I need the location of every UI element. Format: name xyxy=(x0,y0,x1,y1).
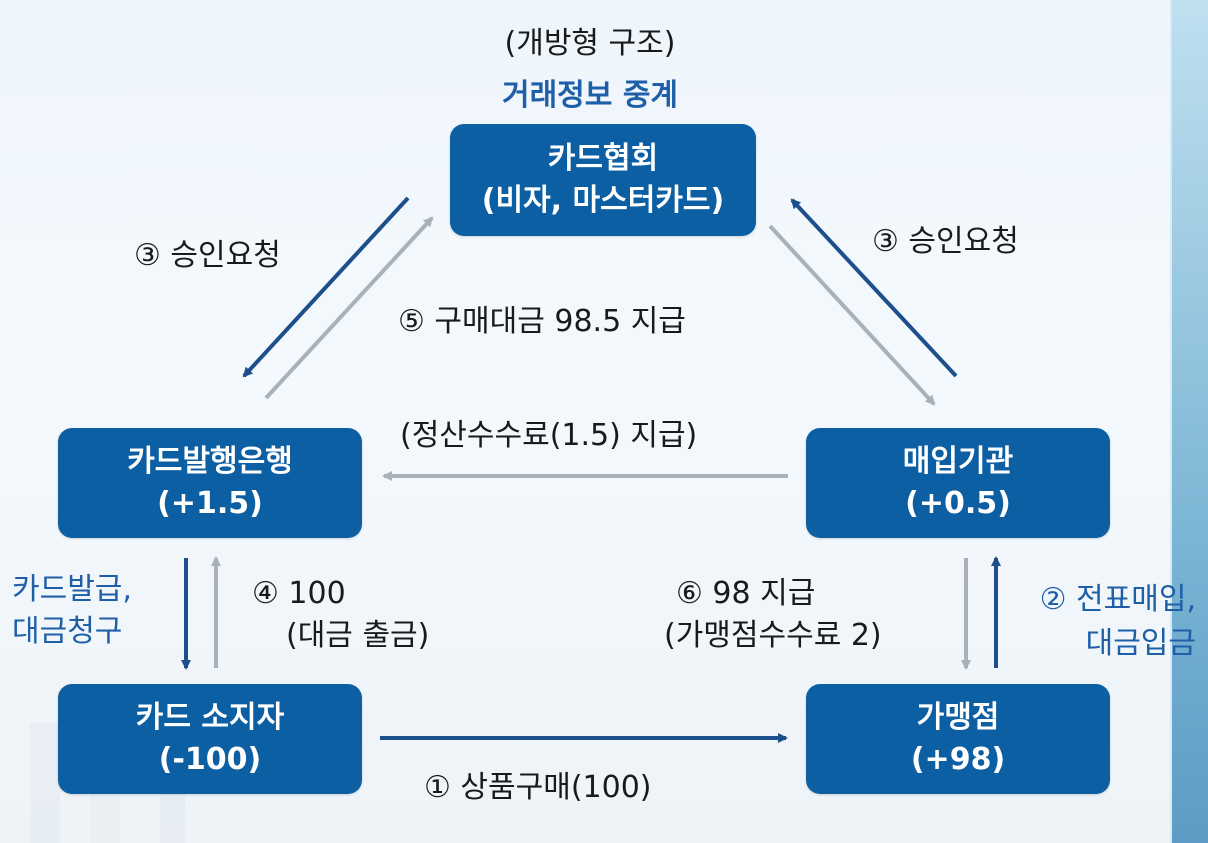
node-issuing-bank-name: 카드발행은행 xyxy=(127,444,293,479)
relay-label: 거래정보 중계 xyxy=(501,78,679,113)
arrow-approval-to-issuer xyxy=(242,196,410,378)
node-issuing-bank: 카드발행은행 (+1.5) xyxy=(58,428,362,538)
node-merchant: 가맹점 (+98) xyxy=(806,684,1110,794)
background-strip xyxy=(1170,0,1208,843)
node-card-association-name: 카드협회 xyxy=(547,141,659,176)
node-issuing-bank-value: (+1.5) xyxy=(157,486,263,521)
label-approval-request-right: ③ 승인요청 xyxy=(872,224,1019,259)
node-acquirer-name: 매입기관 xyxy=(902,444,1014,479)
node-card-association: 카드협회 (비자, 마스터카드) xyxy=(450,124,756,236)
label-slip-purchase-2: 대금입금 xyxy=(1085,626,1196,661)
label-merchant-pay-1: ⑥ 98 지급 xyxy=(676,576,816,611)
node-merchant-name: 가맹점 xyxy=(916,700,1000,735)
structure-label: (개방형 구조) xyxy=(504,26,676,61)
arrow-payment-to-association xyxy=(264,216,434,400)
node-acquirer-value: (+0.5) xyxy=(905,486,1011,521)
label-settlement-fee: (정산수수료(1.5) 지급) xyxy=(400,418,698,453)
label-card-issue-2: 대금청구 xyxy=(12,614,123,649)
arrow-approval-to-association xyxy=(790,198,958,378)
label-slip-purchase-1: ② 전표매입, xyxy=(1039,582,1196,617)
node-merchant-value: (+98) xyxy=(910,742,1006,777)
label-merchant-pay-2: (가맹점수수료 2) xyxy=(664,618,882,653)
label-card-issue-1: 카드발급, xyxy=(12,572,132,607)
node-card-association-detail: (비자, 마스터카드) xyxy=(481,183,725,218)
node-cardholder-name: 카드 소지자 xyxy=(135,700,285,735)
arrow-association-to-acquirer xyxy=(768,224,936,406)
node-cardholder: 카드 소지자 (-100) xyxy=(58,684,362,794)
node-acquirer: 매입기관 (+0.5) xyxy=(806,428,1110,538)
label-withdrawal-2: (대금 출금) xyxy=(286,618,430,653)
label-withdrawal-1: ④ 100 xyxy=(252,576,346,611)
label-purchase-payment: ⑤ 구매대금 98.5 지급 xyxy=(398,304,686,339)
node-cardholder-value: (-100) xyxy=(158,742,262,777)
label-approval-request-left: ③ 승인요청 xyxy=(134,238,281,273)
label-goods-purchase: ① 상품구매(100) xyxy=(424,770,652,805)
